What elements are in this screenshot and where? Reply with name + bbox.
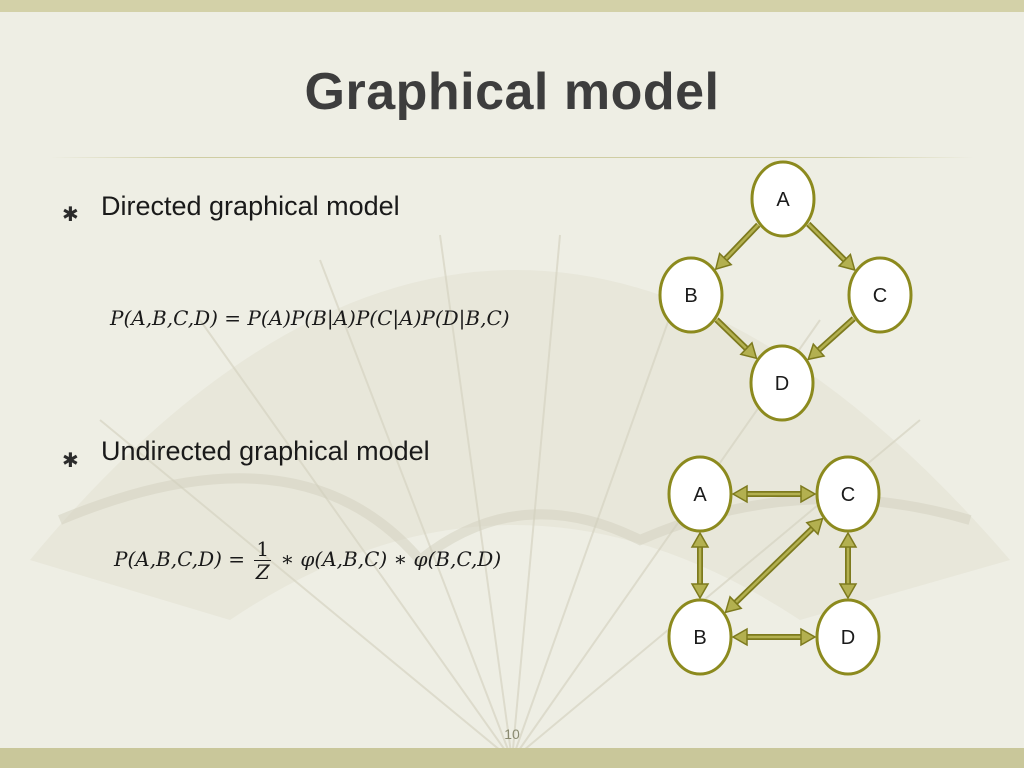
directed-edge-B-D: [714, 317, 758, 360]
node-label: D: [841, 627, 855, 649]
undirected-formula-lhs: P(A,B,C,D) =: [114, 547, 246, 571]
node-circle: [667, 598, 733, 676]
fraction-denominator: Z: [255, 560, 270, 584]
node-circle: [667, 455, 733, 533]
node-circle: [815, 455, 881, 533]
arrowhead: [837, 252, 856, 272]
undirected-edge-B-D: [731, 627, 817, 647]
undirected-node-C: C: [815, 455, 881, 533]
arrowhead: [807, 342, 826, 361]
directed-edge-C-D: [807, 316, 856, 361]
fraction-numerator: 1: [254, 537, 272, 561]
node-label: D: [775, 373, 789, 395]
arrowhead: [724, 595, 743, 614]
node-label: C: [841, 484, 855, 506]
directed-node-D: D: [749, 344, 815, 422]
bottom-accent-bar: [0, 748, 1024, 768]
edge-line-inner: [715, 318, 748, 350]
node-circle: [749, 344, 815, 422]
arrowhead: [739, 341, 758, 360]
edge-line-inner: [734, 527, 814, 604]
directed-node-C: C: [847, 256, 913, 334]
bullet-directed: Directed graphical model: [101, 191, 400, 221]
arrowhead: [838, 583, 858, 600]
node-circle: [750, 160, 816, 238]
edge-line-inner: [817, 317, 855, 351]
undirected-edge-C-B: [724, 517, 824, 614]
directed-edges: [714, 221, 856, 361]
undirected-edges: [690, 484, 858, 647]
undirected-node-B: B: [667, 598, 733, 676]
node-circle: [815, 598, 881, 676]
arrowhead: [731, 627, 748, 647]
undirected-node-A: A: [667, 455, 733, 533]
node-label: A: [693, 484, 707, 506]
directed-edge-A-B: [714, 222, 761, 271]
node-circle: [658, 256, 724, 334]
arrowhead: [714, 252, 733, 271]
directed-nodes: A B C D: [658, 160, 913, 422]
arrowhead: [838, 531, 858, 548]
arrowhead: [690, 531, 710, 548]
directed-node-B: B: [658, 256, 724, 334]
arrowhead: [800, 627, 817, 647]
bullet-icon: ✱: [62, 450, 79, 472]
arrowhead: [805, 517, 824, 536]
edge-line-inner: [724, 223, 760, 260]
title-divider: [50, 157, 974, 158]
edge-line-inner: [807, 223, 846, 262]
node-label: B: [684, 285, 697, 307]
arrowhead: [800, 484, 817, 504]
slide-title: Graphical model: [304, 63, 720, 121]
undirected-formula-rhs: ∗ φ(A,B,C) ∗ φ(B,C,D): [280, 547, 502, 571]
node-label: C: [873, 285, 887, 307]
undirected-formula: P(A,B,C,D) = 1 Z ∗ φ(A,B,C) ∗ φ(B,C,D): [114, 538, 501, 583]
node-label: B: [693, 627, 706, 649]
directed-node-A: A: [750, 160, 816, 238]
directed-edge-A-C: [806, 221, 856, 272]
undirected-edge-C-D: [838, 531, 858, 600]
node-circle: [847, 256, 913, 334]
node-label: A: [776, 189, 790, 211]
bullet-undirected: Undirected graphical model: [101, 436, 430, 466]
top-accent-bar: [0, 0, 1024, 12]
undirected-edge-A-B: [690, 531, 710, 600]
bullet-icon: ✱: [62, 204, 79, 226]
undirected-node-D: D: [815, 598, 881, 676]
arrowhead: [690, 583, 710, 600]
undirected-edge-A-C: [731, 484, 817, 504]
fraction: 1 Z: [254, 537, 272, 584]
arrowhead: [731, 484, 748, 504]
page-number: 10: [504, 726, 520, 742]
directed-formula: P(A,B,C,D) = P(A)P(B|A)P(C|A)P(D|B,C): [110, 306, 510, 330]
undirected-nodes: A B C D: [667, 455, 881, 676]
